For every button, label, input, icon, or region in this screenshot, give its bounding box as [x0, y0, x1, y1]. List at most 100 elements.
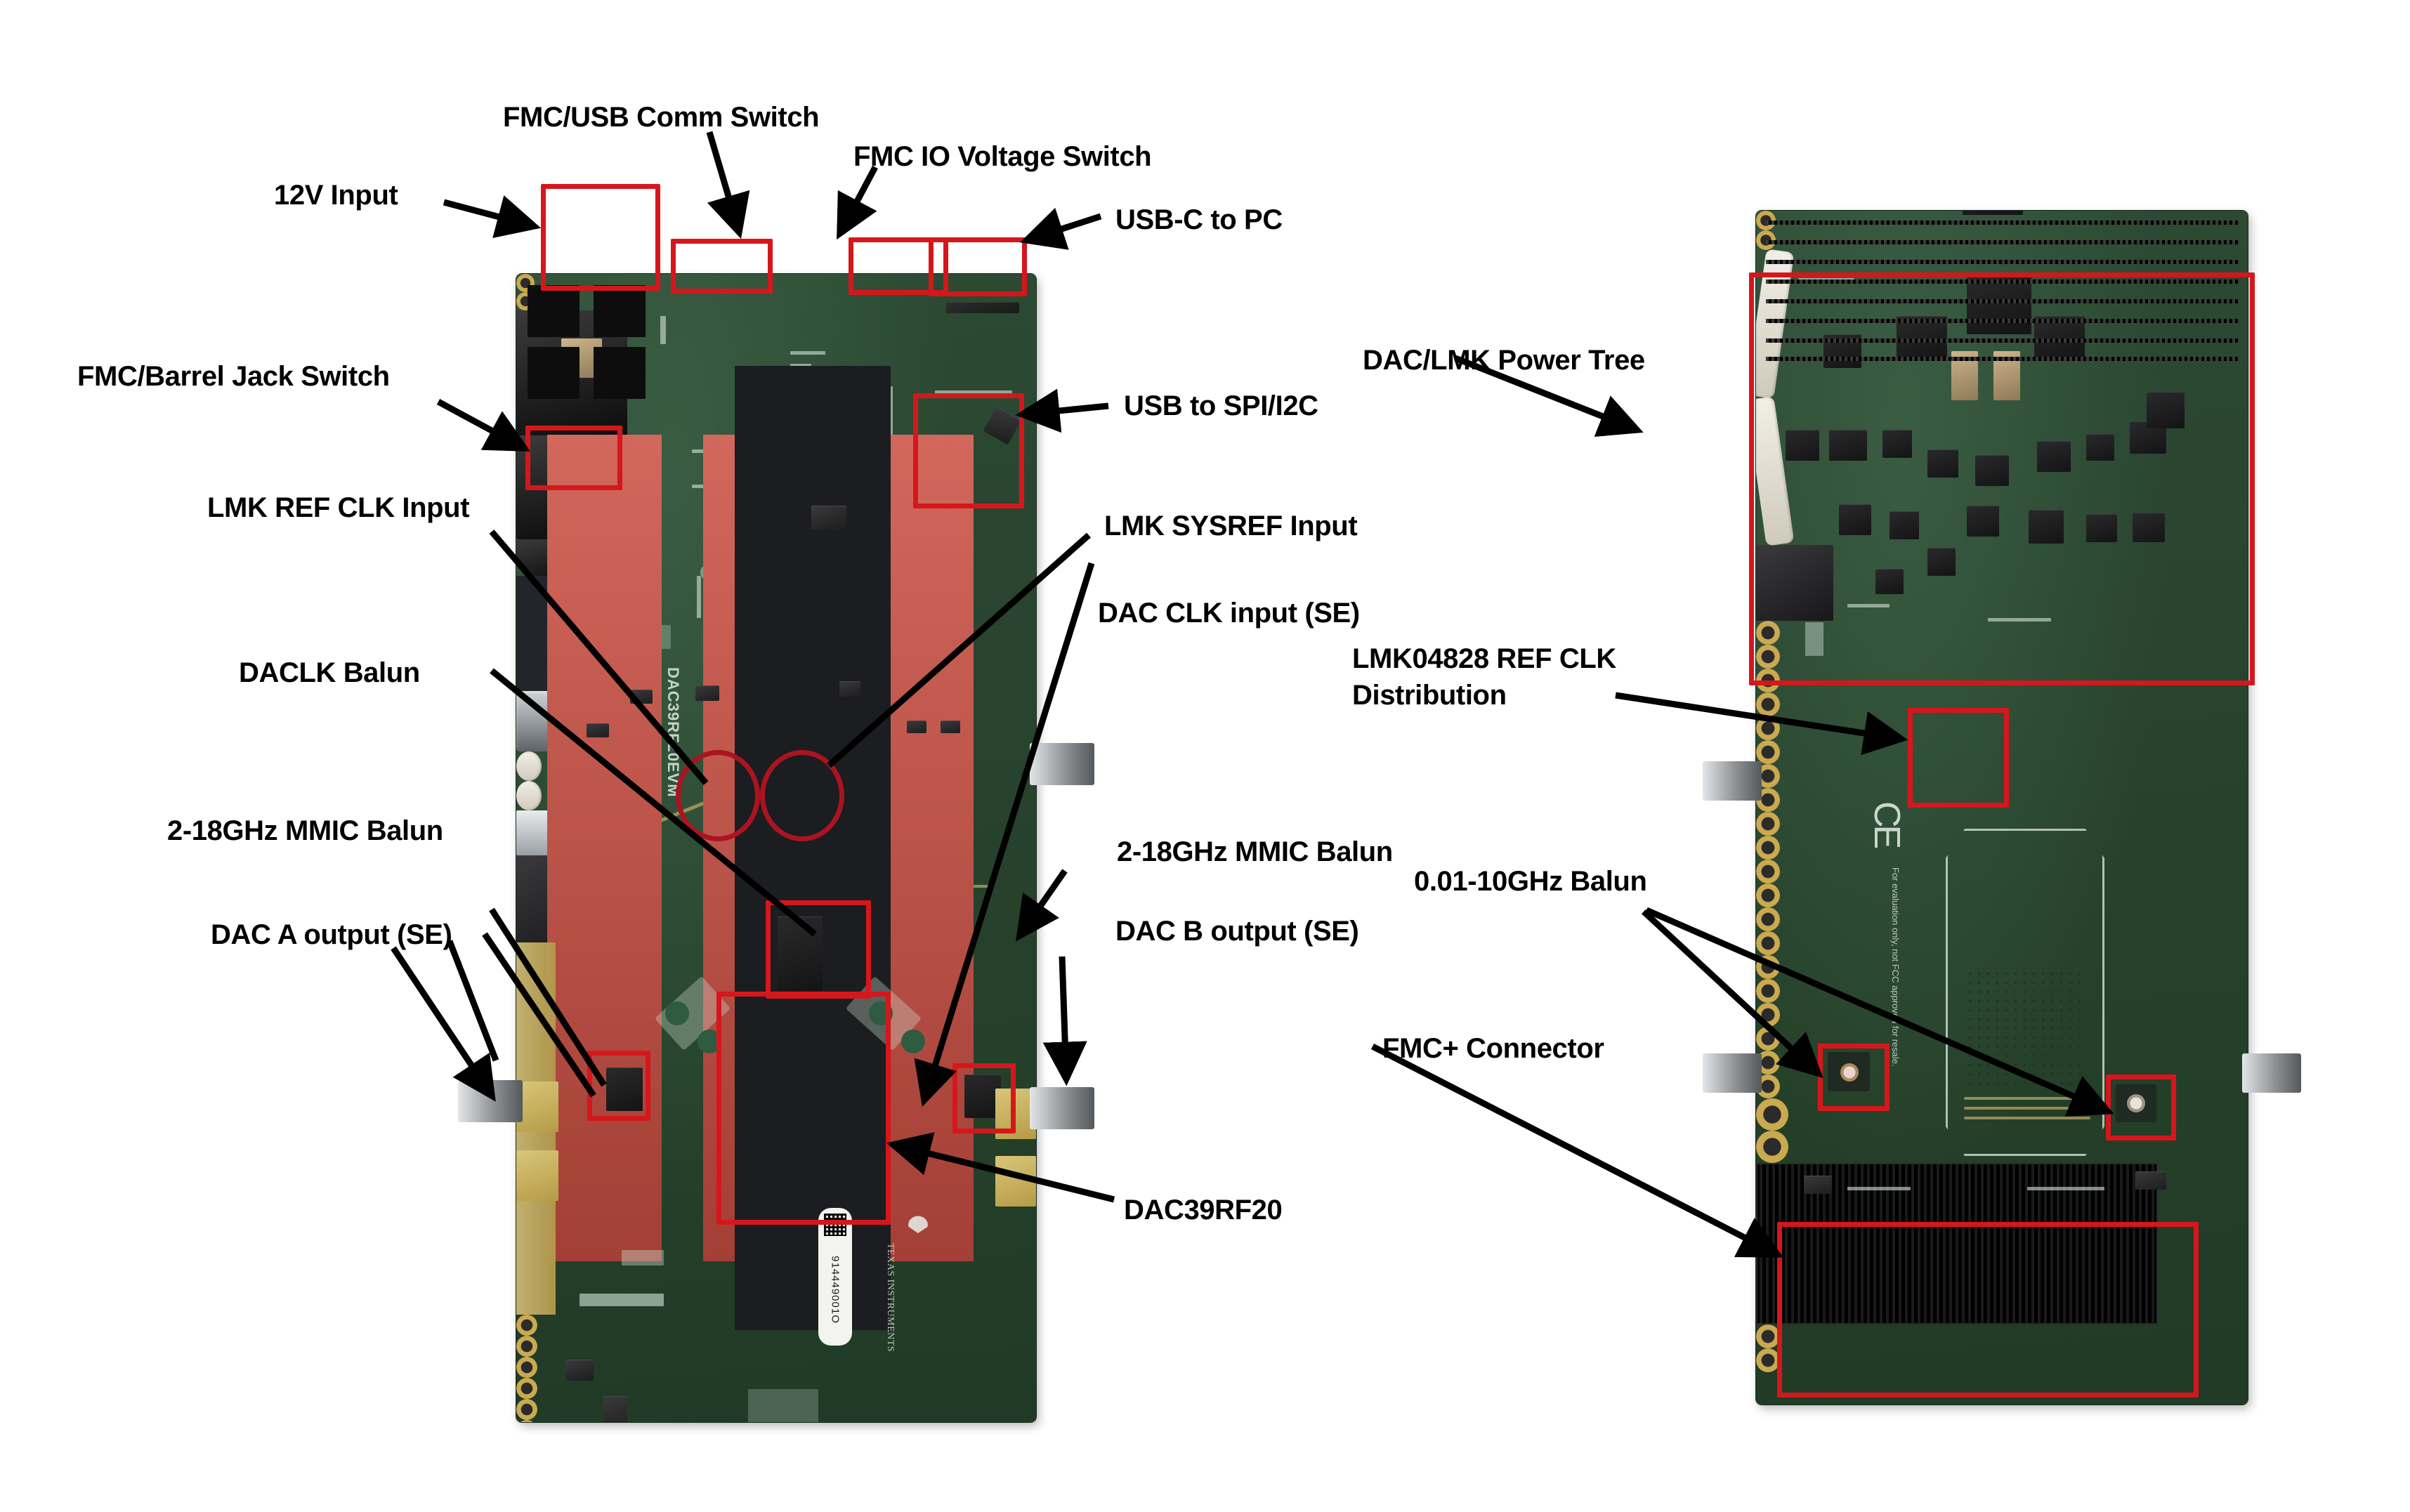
label-fmc-usb-comm-switch: FMC/USB Comm Switch [503, 102, 820, 133]
label-dac-b-output-se: DAC B output (SE) [1115, 916, 1359, 947]
power-tree-chip [1967, 506, 1999, 537]
usb-c-pins [946, 302, 1019, 313]
right-board-sma-left-lower[interactable] [1703, 1053, 1762, 1093]
edge-pad [516, 1378, 537, 1399]
silkscreen-mark [748, 1389, 818, 1422]
right-board-sma-left-upper[interactable] [1703, 761, 1762, 801]
power-tree-chip [2034, 316, 2085, 360]
trace-fanout [1964, 1097, 2090, 1100]
bga-via-field [1965, 969, 2081, 1089]
label-dac-lmk-power-tree: DAC/LMK Power Tree [1363, 345, 1645, 376]
label-lmk-sysref-input: LMK SYSREF Input [1104, 511, 1358, 541]
highlight-mmic-balun-right [952, 1063, 1016, 1133]
power-tree-chip [2147, 392, 2185, 428]
smd-component [565, 1360, 594, 1381]
mmic-balun-left-chip [606, 1067, 643, 1111]
label-usb-c-to-pc: USB-C to PC [1115, 204, 1283, 235]
highlight-lmk-sysref [760, 750, 844, 841]
highlight-dac-lmk-power-tree [1749, 272, 2255, 685]
edge-pad [1756, 692, 1780, 716]
highlight-fmc-barrel-jack-switch [525, 426, 622, 490]
highlight-usb-to-spi-i2c [913, 393, 1024, 508]
edge-pad [516, 1315, 537, 1336]
edge-pad [1756, 1003, 1780, 1027]
barcode-serial-text: 914449001O [829, 1256, 841, 1324]
label-lmk04828-ref-clk-l2: Distribution [1352, 680, 1507, 711]
mount-hole [1756, 1348, 1780, 1372]
label-fmc-plus-connector: FMC+ Connector [1382, 1033, 1604, 1064]
standoff [516, 781, 542, 810]
power-tree-chip [1839, 504, 1871, 535]
trace-fanout [1964, 1117, 2090, 1119]
fmc-io-voltage-dip-switch[interactable] [516, 434, 974, 1262]
balun-pad-d [901, 1030, 925, 1053]
edge-pad [1756, 812, 1780, 836]
label-daclk-balun: DACLK Balun [239, 657, 420, 688]
label-fmc-barrel-jack-switch: FMC/Barrel Jack Switch [77, 361, 390, 392]
power-tree-chip [1927, 449, 1958, 478]
barcode-label: 914449001O [818, 1208, 852, 1346]
edge-pad [1756, 860, 1780, 883]
mount-hole [1756, 1131, 1788, 1163]
balun-pad-a [665, 1001, 689, 1025]
fcc-note-silkscreen: For evaluation only, not FCC approved fo… [1890, 867, 1901, 1067]
label-dac39rf20: DAC39RF20 [1124, 1195, 1283, 1225]
edge-pad [1756, 836, 1780, 860]
mount-hole [1756, 1324, 1780, 1348]
ti-brand-text: TEXAS INSTRUMENTS [885, 1243, 896, 1353]
label-lmk-ref-clk-input: LMK REF CLK Input [207, 492, 470, 523]
smd-component [630, 690, 653, 704]
dac-b-output-sma-connector[interactable] [1030, 1087, 1094, 1129]
edge-pad [1756, 979, 1780, 1003]
edge-pad [1756, 621, 1780, 645]
edge-pad [516, 1420, 537, 1422]
power-tree-chip [2133, 513, 2165, 542]
highlight-fmc-plus-connector [1777, 1222, 2199, 1398]
power-tree-chip [1882, 430, 1912, 458]
power-tree-chip [1786, 430, 1819, 461]
power-tree-chip [1897, 316, 1947, 360]
power-tree-chip [1829, 430, 1867, 461]
silkscreen-mark [1988, 618, 2051, 622]
edge-pad [1756, 931, 1780, 955]
ti-brand-silkscreen: TEXAS INSTRUMENTS [884, 1243, 896, 1352]
smd-component [1804, 1176, 1832, 1194]
label-mmic-balun-right: 2-18GHz MMIC Balun [1117, 836, 1393, 867]
mount-hole [1756, 1098, 1788, 1131]
label-balun-0p01-10ghz: 0.01-10GHz Balun [1414, 866, 1647, 897]
label-mmic-balun-left: 2-18GHz MMIC Balun [167, 815, 443, 846]
edge-pad [1756, 955, 1780, 979]
highlight-usb-c [929, 237, 1027, 296]
label-fmc-io-voltage-switch: FMC IO Voltage Switch [853, 141, 1152, 172]
label-12v-input: 12V Input [274, 180, 398, 211]
highlight-lmk04828 [1908, 708, 2009, 808]
label-dac-clk-input-se: DAC CLK input (SE) [1098, 598, 1360, 629]
highlight-fmc-io-voltage-switch [849, 237, 948, 295]
fcc-note-text: For evaluation only, not FCC approved fo… [1890, 867, 1901, 1067]
power-tree-chip [1890, 511, 1919, 539]
dac-a-output-sma-connector[interactable] [458, 1080, 523, 1122]
silkscreen-mark [1847, 604, 1890, 607]
edge-pad [1756, 716, 1780, 740]
edge-pad [1756, 907, 1780, 931]
highlight-daclk-balun [766, 900, 871, 999]
smd-component [907, 721, 926, 733]
silkscreen-mark [889, 386, 893, 435]
barcode-datamatrix [824, 1214, 846, 1236]
power-tree-chip [1875, 569, 1904, 594]
highlight-balun-left [1818, 1044, 1890, 1111]
balun-0p01-10ghz-right-core [2127, 1094, 2145, 1112]
power-tree-chip [2086, 514, 2117, 542]
smd-component [811, 506, 846, 530]
dac-b-output-pad [995, 1156, 1036, 1207]
dac-clk-sma-connector[interactable] [1030, 743, 1094, 785]
silkscreen-mark [660, 316, 666, 344]
power-tree-chip [2086, 434, 2114, 461]
right-board-sma-right[interactable] [2242, 1053, 2301, 1093]
smd-component [603, 1396, 627, 1422]
trace-fanout [1964, 1107, 2090, 1110]
silkscreen-mark [2027, 1187, 2104, 1190]
highlight-mmic-balun-left [587, 1051, 650, 1121]
edge-pad [1756, 883, 1780, 907]
